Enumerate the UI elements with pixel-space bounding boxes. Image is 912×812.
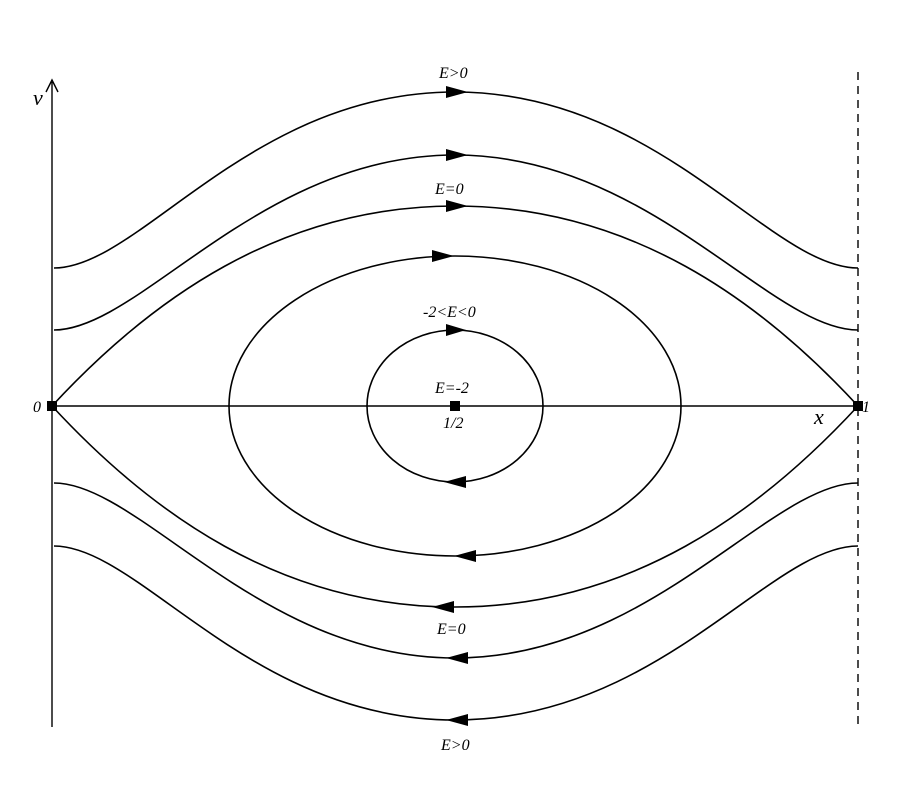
flow-arrow-right [446,200,468,212]
flow-arrow-left [446,714,468,726]
flow-arrow-left [454,550,476,562]
equilibrium-point-right [853,401,863,411]
flow-arrow-left [444,476,466,488]
lower-separatrix [51,405,859,608]
v-axis-label: v [33,85,43,110]
energy-label-bottom-outer: E>0 [440,737,470,754]
equilibrium-point-center [450,401,460,411]
flow-arrow-left [446,652,468,664]
v-axis-arrowhead [45,78,59,93]
upper-outer-orbit [53,91,859,269]
flow-arrow-left [432,601,454,613]
flow-arrow-right [446,149,468,161]
flow-arrow-right [446,86,468,98]
x-axis-label: x [813,404,824,429]
energy-label-center: E=-2 [434,380,469,397]
energy-label-top-outer: E>0 [438,65,468,82]
left-point-label: 0 [33,399,41,416]
energy-label-bottom-separatrix: E=0 [436,621,466,638]
flow-arrow-right [446,324,466,336]
right-point-label: 1 [862,399,870,416]
energy-label-inner-range: -2<E<0 [423,304,476,321]
equilibrium-point-left [47,401,57,411]
flow-arrow-right [432,250,454,262]
center-point-label: 1/2 [443,415,463,432]
energy-label-top-separatrix: E=0 [434,181,464,198]
